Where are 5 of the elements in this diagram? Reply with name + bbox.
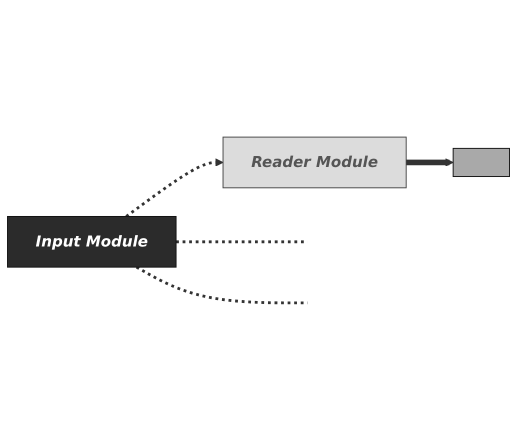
arrow	[125, 158, 224, 218]
node-box	[452, 148, 510, 178]
node-box: Reader Module	[222, 136, 407, 188]
node-box: Input Module	[7, 216, 177, 268]
arrow	[406, 158, 454, 167]
